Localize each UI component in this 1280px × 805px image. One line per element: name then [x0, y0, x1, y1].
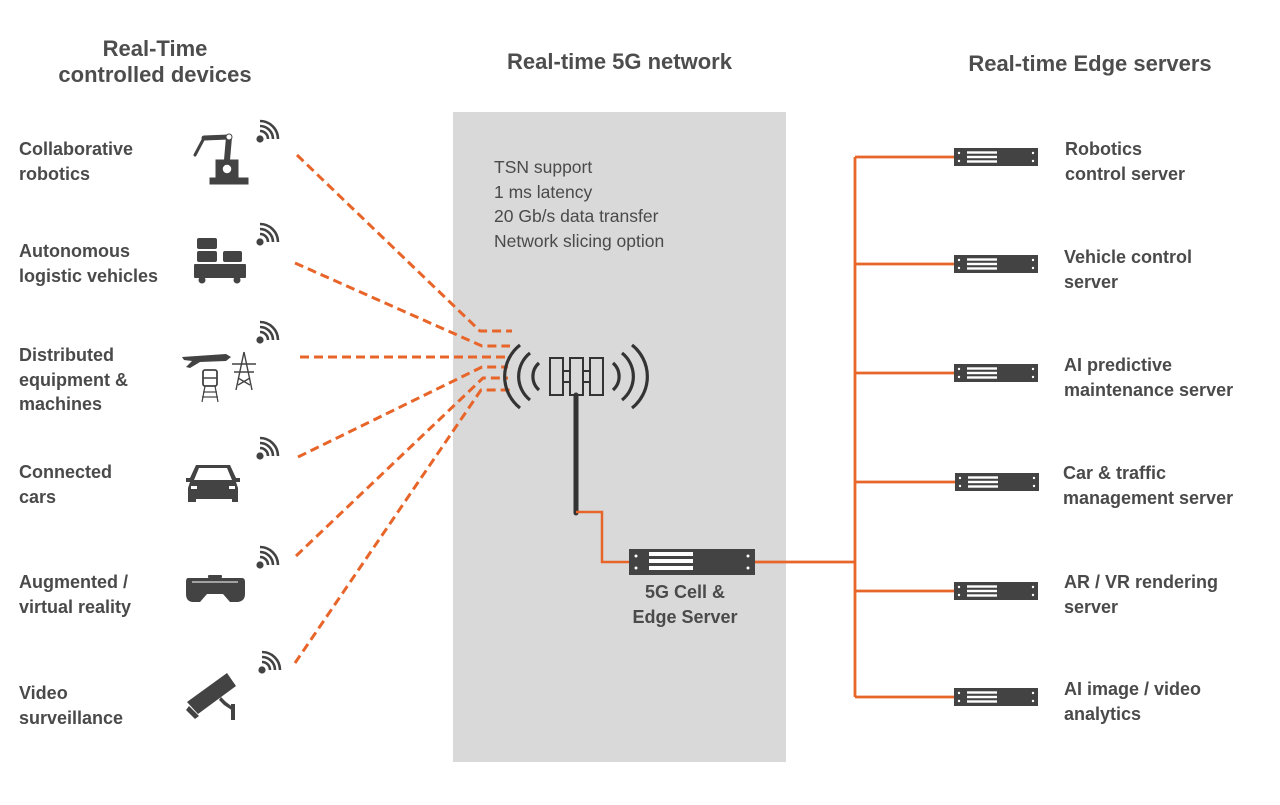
link-surveillance	[293, 388, 512, 664]
vr-headset-icon	[186, 575, 245, 602]
server-icon	[954, 255, 1038, 273]
link-robotics	[295, 153, 512, 333]
devices-title-line1: Real-Time	[102, 36, 208, 61]
network-panel	[453, 112, 786, 762]
device-label-cars: Connected cars	[19, 462, 113, 507]
wifi-icon	[255, 222, 280, 247]
network-column-title: Real-time 5G network	[507, 49, 732, 74]
servers-column-title: Real-time Edge servers	[968, 51, 1212, 76]
server-label-ai-video: AI image / video analytics	[1064, 679, 1202, 724]
wireless-links	[293, 153, 512, 664]
feature-item: 1 ms latency	[494, 181, 593, 202]
wifi-icon	[255, 119, 280, 144]
device-label-robotics: Collaborative robotics	[19, 139, 134, 184]
device-label-equipment: Distributed equipment & machines	[19, 345, 129, 414]
feature-item: Network slicing option	[494, 230, 665, 251]
cell-edge-server-icon	[629, 549, 755, 575]
logistics-vehicle-icon	[194, 238, 246, 284]
device-label-surveillance: Video surveillance	[19, 683, 124, 728]
wifi-icon	[257, 650, 282, 675]
server-label-ai-maintenance: AI predictive maintenance server	[1064, 355, 1234, 400]
antenna-server-link	[576, 510, 630, 564]
equipment-machines-icon	[182, 351, 256, 403]
network-features: TSN support 1 ms latency 20 Gb/s data tr…	[494, 155, 664, 253]
server-label-robotics: Robotics control server	[1065, 139, 1186, 184]
link-cars	[297, 365, 508, 459]
server-icon	[954, 688, 1038, 706]
wifi-icon	[255, 320, 280, 345]
devices-column-title: Real-Time controlled devices	[20, 36, 290, 88]
antenna-icon	[503, 343, 649, 516]
wifi-icon	[255, 436, 280, 461]
server-icon	[954, 364, 1038, 382]
security-camera-icon	[186, 673, 236, 720]
link-logistics	[294, 261, 510, 348]
car-icon	[186, 465, 240, 502]
wifi-icon	[255, 545, 280, 570]
feature-item: 20 Gb/s data transfer	[494, 206, 659, 226]
device-label-vr: Augmented / virtual reality	[19, 572, 132, 617]
wired-links	[755, 155, 955, 699]
server-icon	[954, 582, 1038, 600]
server-label-vehicle: Vehicle control server	[1064, 247, 1193, 292]
server-label-arvr: AR / VR rendering server	[1064, 572, 1219, 617]
devices-title-line2: controlled devices	[58, 62, 252, 87]
server-label-traffic: Car & traffic management server	[1063, 463, 1234, 508]
feature-item: TSN support	[494, 157, 593, 177]
robot-arm-icon	[193, 133, 249, 185]
cell-edge-server-label: 5G Cell & Edge Server	[632, 582, 738, 627]
server-icon	[954, 148, 1038, 166]
link-vr	[294, 376, 508, 558]
device-label-logistics: Autonomous logistic vehicles	[19, 241, 159, 286]
server-icon	[955, 473, 1039, 491]
